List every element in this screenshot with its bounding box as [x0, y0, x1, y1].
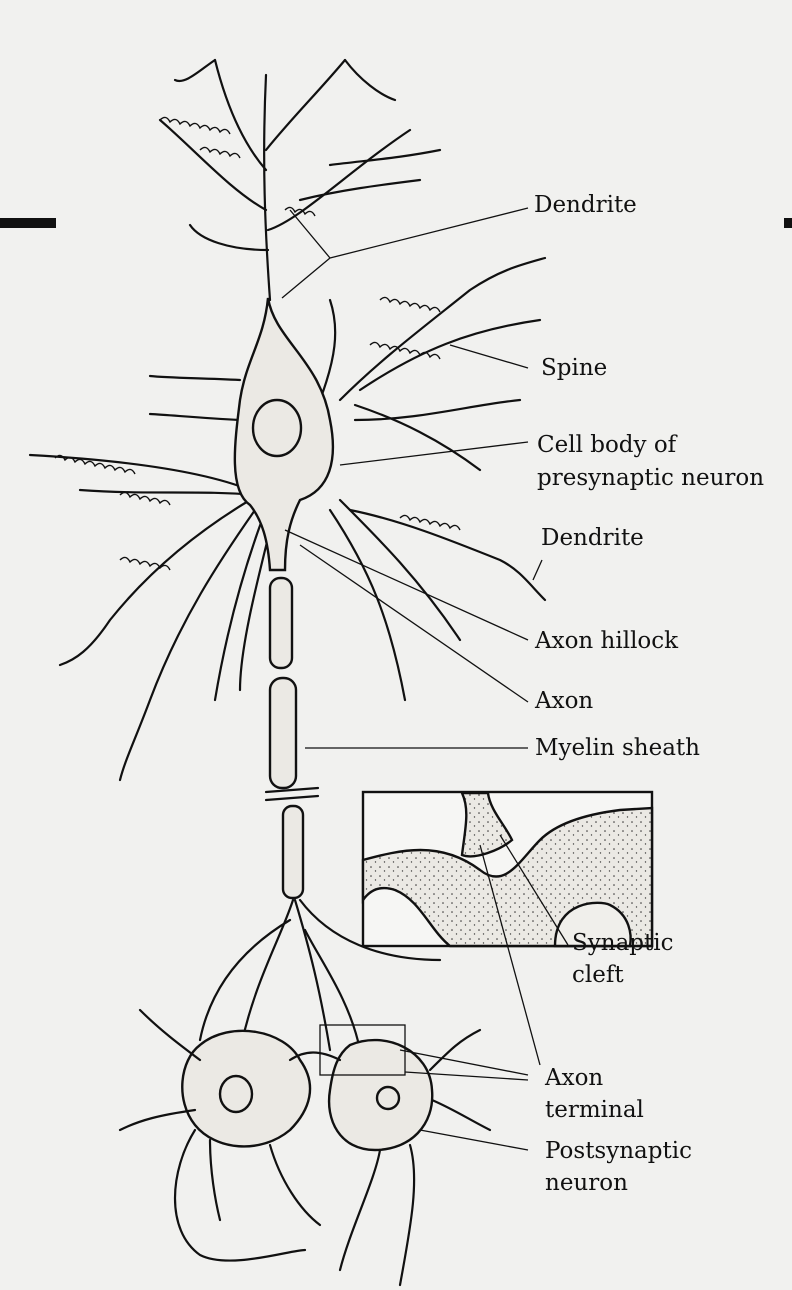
page-rule-left	[0, 218, 56, 228]
label-spine: Spine	[541, 355, 607, 382]
label-cell-body-line1: Cell body of	[537, 432, 676, 459]
label-postsynaptic-line1: Postsynaptic	[545, 1138, 692, 1165]
left-dendrites	[30, 376, 270, 780]
myelin-segment	[270, 678, 296, 788]
synapse-inset	[363, 792, 652, 946]
right-dendrites	[320, 258, 545, 700]
presynaptic-nucleus	[253, 400, 301, 456]
apical-dendrite-tree	[160, 60, 440, 300]
label-axon: Axon	[535, 688, 593, 715]
spines-upper	[160, 117, 440, 359]
label-leaders	[282, 208, 568, 1150]
postsynaptic-processes	[120, 1010, 490, 1285]
left-neuron-nucleus	[220, 1076, 252, 1112]
myelin-segment	[270, 578, 292, 668]
page-rule-right	[784, 218, 792, 228]
label-synaptic-cleft-line1: Synaptic	[572, 930, 673, 957]
axon	[266, 578, 318, 898]
label-axon-hillock: Axon hillock	[535, 628, 678, 655]
label-synaptic-cleft-line2: cleft	[572, 962, 624, 989]
right-neuron-nucleus	[377, 1087, 399, 1109]
label-cell-body-line2: presynaptic neuron	[537, 465, 764, 492]
myelin-segment	[283, 806, 303, 898]
label-axon-terminal-line2: terminal	[545, 1097, 644, 1124]
label-dendrite-top: Dendrite	[534, 192, 637, 219]
label-myelin-sheath: Myelin sheath	[535, 735, 700, 762]
label-axon-terminal-line1: Axon	[545, 1065, 603, 1092]
label-postsynaptic-line2: neuron	[545, 1170, 628, 1197]
label-dendrite-side: Dendrite	[541, 525, 644, 552]
